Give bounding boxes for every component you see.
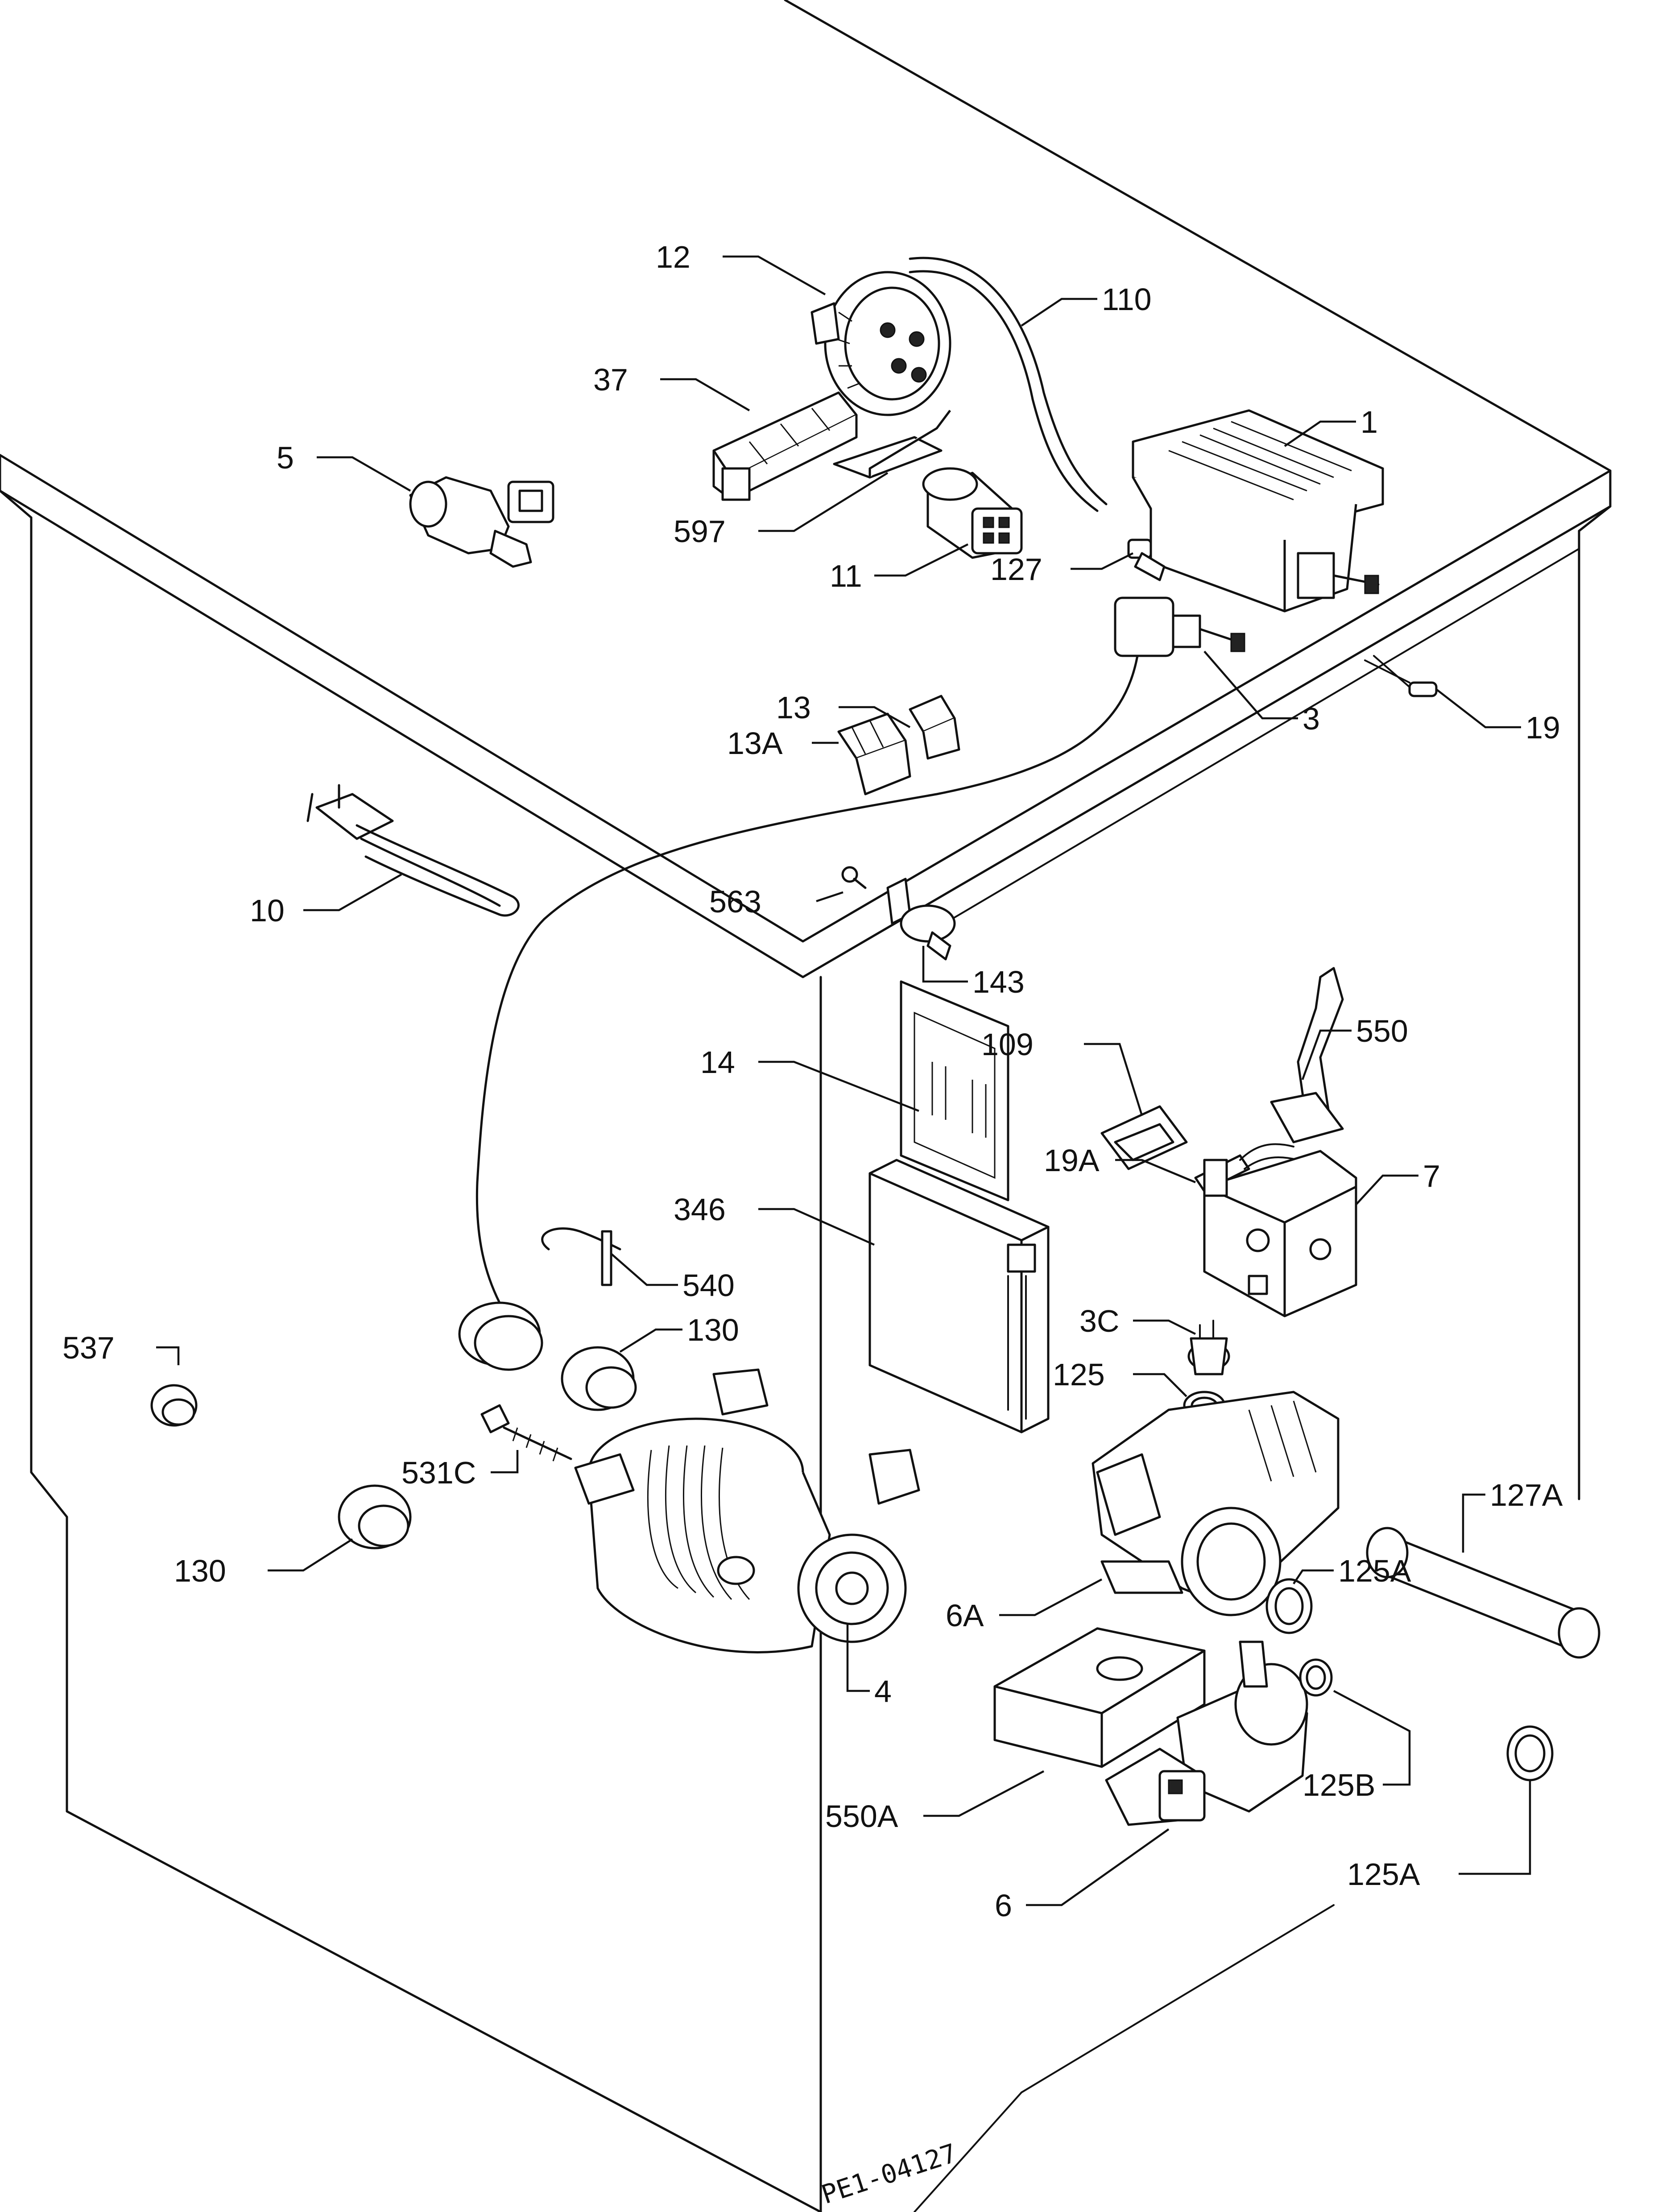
drawing-number-stamp: PE1-04127 [818,2138,960,2210]
label-130-lower: 130 [174,1553,226,1588]
hose-110 [909,257,1108,512]
wire-19 [1364,655,1438,697]
label-109: 109 [981,1027,1034,1062]
label-125A-middle: 125A [1338,1553,1411,1588]
label-3C: 3C [1079,1304,1119,1338]
programmer-1 [1132,409,1384,613]
part-labels: 12 110 37 1 5 597 11 127 3 19 13 13A 10 … [62,240,1563,1923]
seal-125A-lower [1506,1725,1554,1781]
label-6A: 6A [946,1598,984,1633]
bracket-597 [833,410,951,479]
interlock-7 [1203,1150,1357,1317]
pressure-switch-12 [810,271,951,416]
pcb-14 [900,980,1009,1201]
label-127: 127 [990,552,1042,587]
lever-550 [1270,967,1344,1143]
label-5: 5 [277,440,294,475]
drain-pump-6 [1105,1640,1308,1826]
connector-5 [409,476,554,568]
label-563: 563 [709,884,761,919]
clip-109 [1100,1105,1188,1170]
label-13A: 13A [727,726,783,761]
pipe-127A [1366,1527,1600,1659]
pump-housing-upper [1092,1391,1340,1616]
screw-531C [480,1404,572,1462]
cover-550A [993,1649,1206,1768]
heating-element-10 [306,784,520,917]
label-127A: 127A [1490,1478,1563,1512]
housing-346 [868,1159,1050,1433]
capacitor-11 [922,467,1023,559]
thermostat-143 [886,878,956,961]
motor-4 [574,1368,920,1653]
label-125B: 125B [1302,1768,1375,1802]
label-6: 6 [995,1888,1012,1923]
label-550A: 550A [825,1799,898,1834]
label-540: 540 [682,1268,735,1303]
seal-125A-middle [1265,1578,1313,1634]
label-4: 4 [874,1674,892,1709]
sensor-3C [1187,1320,1230,1375]
label-11: 11 [830,559,862,593]
label-550: 550 [1356,1014,1408,1048]
grommet-537 [150,1384,198,1427]
label-597: 597 [674,514,726,549]
switch-3 [475,596,1245,1304]
screw-563 [841,866,867,889]
label-346: 346 [674,1192,726,1227]
label-37: 37 [593,362,628,397]
label-537: 537 [62,1330,115,1365]
label-125A-lower: 125A [1347,1857,1420,1892]
terminal-block-37 [712,391,858,501]
label-10: 10 [250,893,285,928]
seal-125B [1299,1658,1333,1697]
label-125: 125 [1053,1357,1105,1392]
grommet-130-lower [338,1484,412,1549]
plug-127 [1127,539,1166,581]
label-12: 12 [656,240,690,274]
leader-lines [156,255,1531,1906]
clamp-540 [541,1227,621,1286]
grommet-130-upper [561,1346,637,1411]
label-3: 3 [1302,701,1320,736]
label-143: 143 [972,965,1025,999]
label-13: 13 [776,690,811,725]
label-110: 110 [1102,282,1152,317]
label-14: 14 [700,1045,735,1080]
cable-grommet [458,1301,543,1371]
label-531C: 531C [401,1455,476,1490]
label-19: 19 [1526,710,1560,745]
label-1: 1 [1360,405,1378,439]
label-19A: 19A [1044,1143,1100,1178]
terminals-13 [837,695,960,795]
label-7: 7 [1423,1159,1440,1193]
label-130-upper: 130 [687,1313,739,1347]
